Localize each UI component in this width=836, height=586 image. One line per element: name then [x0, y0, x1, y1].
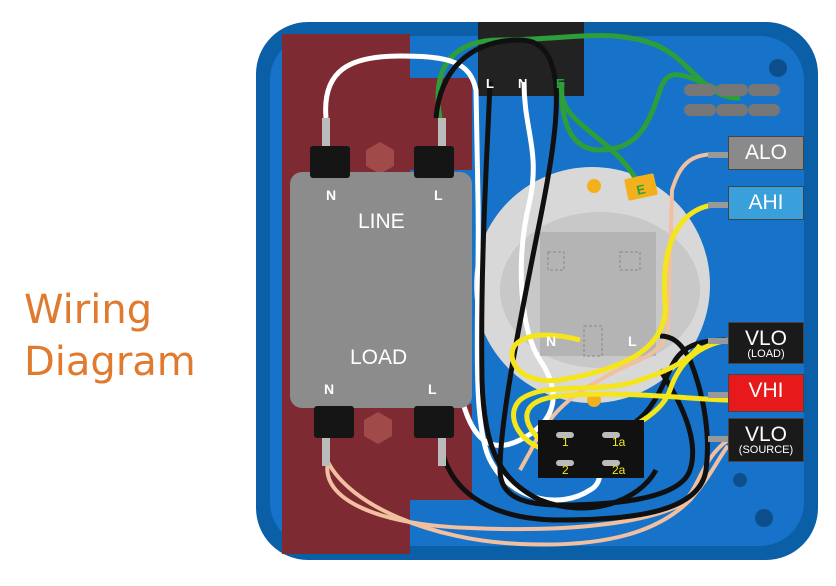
filter-terminal-bottom-l [414, 406, 454, 438]
terminal-vlo-load: VLO (LOAD) [728, 322, 804, 364]
switch-block [538, 420, 644, 478]
wire-green [435, 33, 741, 187]
terminal-vlo-source-label: VLO [744, 423, 788, 446]
wire-yellow [509, 201, 729, 453]
screw-icon [733, 473, 747, 487]
terminal-alo: ALO [728, 136, 804, 170]
filter-terminal-top-l [414, 146, 454, 178]
switch-pin-2a: 2a [612, 463, 626, 477]
terminal-ahi: AHI [728, 186, 804, 220]
terminal-vlo-source: VLO (SOURCE) [728, 418, 804, 462]
terminal-vhi-label: VHI [748, 379, 784, 402]
wire-white [323, 53, 603, 503]
nut-icon [366, 142, 394, 174]
filter-load-label: LOAD [350, 346, 407, 369]
inlet-l-label: L [486, 76, 494, 91]
socket-l-label: L [628, 333, 637, 349]
switch-pin-1a: 1a [612, 435, 626, 449]
jumper-block [684, 84, 780, 116]
filter-top-l-label: L [434, 187, 443, 203]
filter-bottom-n-label: N [324, 381, 334, 397]
filter-terminal-top-n [310, 146, 350, 178]
title-line-1: Wiring [24, 287, 153, 333]
nut-icon [364, 412, 392, 444]
inlet-n-label: N [518, 76, 527, 91]
terminal-alo-label: ALO [744, 141, 788, 164]
title-line-2: Diagram [24, 339, 196, 385]
switch-pin-2: 2 [562, 463, 569, 477]
screw-icon [755, 509, 773, 527]
switch-pin-1: 1 [562, 435, 569, 449]
filter-line-label: LINE [358, 210, 405, 233]
socket-n-label: N [546, 333, 556, 349]
line-filter [290, 172, 472, 408]
terminal-vlo-load-sub: (LOAD) [747, 348, 785, 360]
ground-lug-label: E [635, 181, 647, 198]
filter-top-n-label: N [326, 187, 336, 203]
power-inlet [478, 22, 584, 96]
ground-lug [624, 173, 658, 201]
diagram-title: Wiring Diagram [24, 284, 196, 388]
filter-bottom-l-label: L [428, 381, 437, 397]
terminal-ahi-label: AHI [748, 191, 784, 214]
terminal-vhi: VHI [728, 374, 804, 412]
filter-terminal-bottom-n [314, 406, 354, 438]
terminal-vlo-load-label: VLO [744, 327, 788, 350]
inlet-e-label: E [556, 76, 565, 91]
screw-icon [769, 59, 787, 77]
terminal-vlo-source-sub: (SOURCE) [738, 444, 794, 456]
